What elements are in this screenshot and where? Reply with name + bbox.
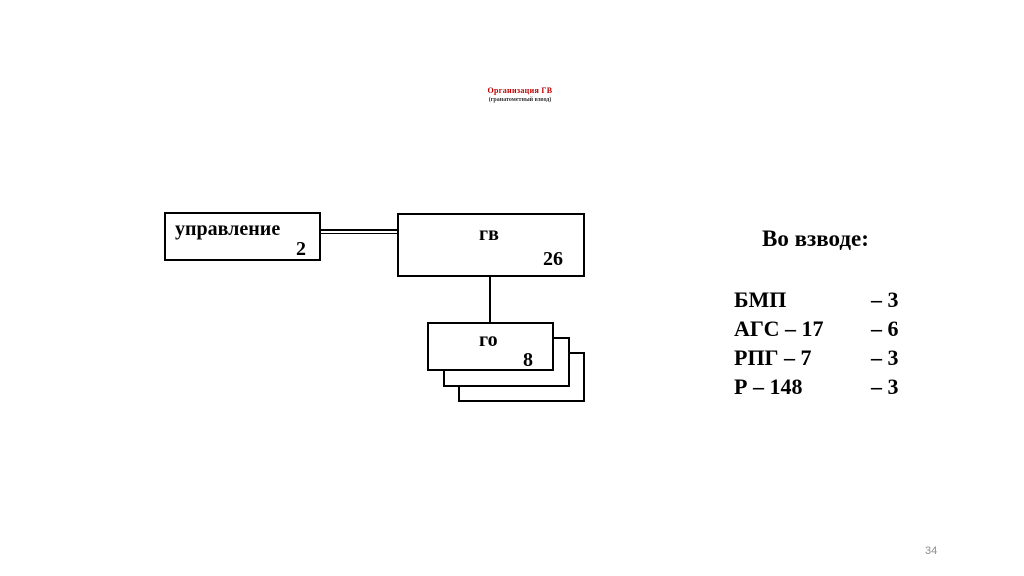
hq-box: управление 2 bbox=[164, 212, 321, 261]
roster-row: АГС – 17 – 6 bbox=[734, 314, 934, 343]
page-number: 34 bbox=[925, 545, 938, 557]
hq-count: 2 bbox=[296, 238, 306, 260]
platoon-count: 26 bbox=[543, 248, 563, 270]
hq-platoon-connector-bottom bbox=[320, 233, 398, 234]
roster-item-name: РПГ – 7 bbox=[734, 345, 812, 370]
slide-title: Организация ГВ bbox=[487, 86, 553, 95]
roster-item-qty: – 3 bbox=[871, 374, 899, 399]
roster-row: РПГ – 7 – 3 bbox=[734, 343, 934, 372]
roster-row: Р – 148 – 3 bbox=[734, 372, 934, 401]
roster-item-name: Р – 148 bbox=[734, 374, 803, 399]
roster-item-qty: – 3 bbox=[871, 287, 899, 312]
platoon-name: гв bbox=[479, 223, 499, 245]
roster-item-qty: – 3 bbox=[871, 345, 899, 370]
platoon-squad-connector bbox=[489, 276, 491, 323]
roster-item-name: АГС – 17 bbox=[734, 316, 824, 341]
squad-name: го bbox=[479, 329, 498, 351]
squad-count: 8 bbox=[523, 349, 533, 371]
hq-platoon-connector-top bbox=[320, 229, 398, 231]
title-block: Организация ГВ (гранатометный взвод) bbox=[400, 86, 640, 104]
roster-item-name: БМП bbox=[734, 287, 787, 312]
hq-name: управление bbox=[175, 218, 281, 240]
squad-box-front: го 8 bbox=[427, 322, 554, 371]
roster: Во взводе: БМП – 3 АГС – 17 – 6 РПГ – 7 … bbox=[734, 226, 934, 401]
roster-heading: Во взводе: bbox=[762, 226, 869, 251]
slide-subtitle: (гранатометный взвод) bbox=[488, 97, 552, 103]
roster-row: БМП – 3 bbox=[734, 285, 934, 314]
platoon-box: гв 26 bbox=[397, 213, 585, 277]
roster-item-qty: – 6 bbox=[871, 316, 899, 341]
